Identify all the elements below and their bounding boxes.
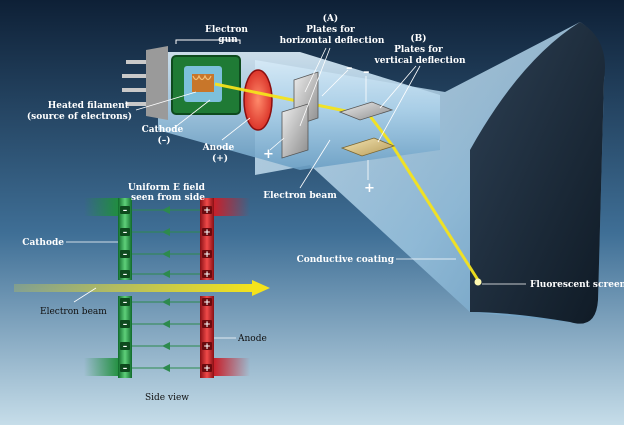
field-arrows — [162, 206, 170, 372]
svg-text:–: – — [123, 228, 128, 238]
label-plates-a: (A) Plates for horizontal deflection — [280, 13, 385, 46]
label-cathode-side: Cathode — [22, 238, 64, 248]
svg-text:+: + — [203, 228, 211, 238]
svg-text:–: – — [123, 270, 128, 280]
svg-text:–: – — [123, 298, 128, 308]
label-plates-b: (B) Plates for vertical deflection — [373, 33, 465, 66]
tube-base — [146, 46, 168, 120]
label-fluorescent-screen: Fluorescent screen — [530, 280, 624, 290]
side-view-inset: – – – – – – – – + + + + + + + + — [14, 198, 270, 378]
svg-text:–: – — [123, 342, 128, 352]
label-conductive-coating: Conductive coating — [297, 255, 395, 265]
svg-text:+: + — [203, 364, 211, 374]
label-electron-gun: Electron gun — [205, 25, 251, 45]
cathode-plate-upper — [118, 198, 132, 280]
label-electron-beam-top: Electron beam — [263, 191, 337, 201]
anode-tab-top — [214, 198, 250, 216]
label-uniform-field: Uniform E field seen from side — [128, 183, 208, 203]
svg-text:–: – — [123, 206, 128, 216]
cathode-plate-lower — [118, 296, 132, 378]
plus-sign-a: + — [263, 147, 274, 162]
cathode-minus-markers: – – – – – – – – — [120, 206, 130, 374]
beam-spot — [474, 278, 482, 286]
base-pins — [122, 60, 148, 106]
anode-tab-bottom — [214, 358, 250, 376]
label-anode-side: Anode — [237, 334, 267, 344]
fluorescent-screen-face — [470, 22, 605, 324]
beam-arrowhead — [252, 280, 270, 296]
label-electron-beam-side: Electron beam — [40, 307, 107, 317]
anode-disk — [243, 69, 273, 131]
svg-text:–: – — [123, 250, 128, 260]
label-anode-top: Anode (+) — [202, 143, 238, 164]
gun-bracket — [175, 39, 241, 44]
label-cathode-top: Cathode (–) — [142, 125, 187, 146]
svg-text:–: – — [123, 364, 128, 374]
svg-text:–: – — [123, 320, 128, 330]
svg-text:+: + — [203, 250, 211, 260]
minus-sign-b: – — [363, 65, 370, 80]
label-side-view: Side view — [145, 393, 189, 403]
cathode-tab-top — [84, 198, 120, 216]
electron-beam-upper — [214, 82, 480, 281]
leader-beam-side — [73, 287, 97, 303]
anode-plate-upper — [200, 198, 214, 280]
svg-text:+: + — [203, 298, 211, 308]
leader-lines — [135, 47, 526, 285]
label-heated-filament: Heated filament (source of electrons) — [27, 101, 132, 122]
minus-sign-a: – — [346, 61, 353, 76]
anode-plate-lower — [200, 296, 214, 378]
svg-text:+: + — [203, 320, 211, 330]
svg-text:+: + — [203, 342, 211, 352]
anode-plus-markers: + + + + + + + + — [202, 206, 212, 374]
cathode-tab-bottom — [84, 358, 120, 376]
svg-text:+: + — [203, 270, 211, 280]
electron-gun — [171, 55, 241, 115]
svg-text:+: + — [203, 206, 211, 216]
vertical-deflection-plates — [338, 76, 396, 180]
electron-beam-side — [14, 284, 254, 292]
plus-sign-b: + — [364, 181, 375, 196]
horizontal-deflection-plates — [269, 69, 349, 159]
